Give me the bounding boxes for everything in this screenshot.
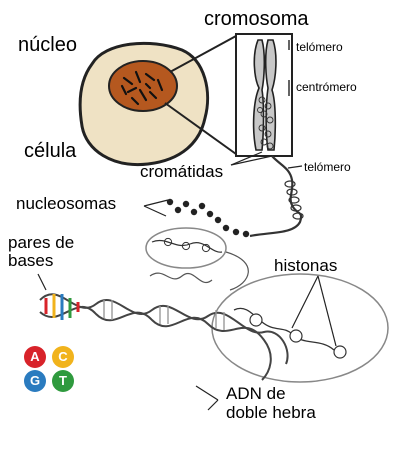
base-a-circle: A <box>24 346 46 368</box>
base-c-circle: C <box>52 346 74 368</box>
base-t-letter: T <box>59 373 67 388</box>
label-centromere: centrómero <box>296 80 357 94</box>
base-a-letter: A <box>30 349 40 364</box>
base-t-circle: T <box>52 370 74 392</box>
label-chromatids: cromátidas <box>140 162 224 181</box>
coil-turns <box>284 180 304 220</box>
base-g-circle: G <box>24 370 46 392</box>
label-telomere-top: telómero <box>296 40 343 54</box>
label-telomere-bottom: telómero <box>304 160 351 174</box>
base-g-letter: G <box>29 373 41 388</box>
label-nucleus: núcleo <box>18 34 77 56</box>
label-nucleosomes: nucleosomas <box>16 194 117 213</box>
label-chromosome: cromosoma <box>204 8 309 30</box>
label-histones: histonas <box>274 256 338 275</box>
nucleus-chromosomes <box>120 70 164 106</box>
nucleosome-ellipse <box>145 227 227 269</box>
base-c-letter: C <box>58 349 68 364</box>
base-pair-rungs <box>44 294 80 320</box>
chromatin-coil <box>249 155 303 238</box>
chromatin-loops <box>257 96 274 150</box>
label-dna: ADN de doble hebra <box>226 384 316 422</box>
grey-rungs <box>103 300 225 330</box>
chromosome <box>252 39 277 151</box>
histone-discs <box>249 313 347 359</box>
nucleus <box>108 60 178 112</box>
helix-strand-b <box>39 306 272 381</box>
label-base-pairs: pares de bases <box>8 233 75 270</box>
label-cell: célula <box>24 140 77 162</box>
nucleosome-beads <box>166 198 250 238</box>
